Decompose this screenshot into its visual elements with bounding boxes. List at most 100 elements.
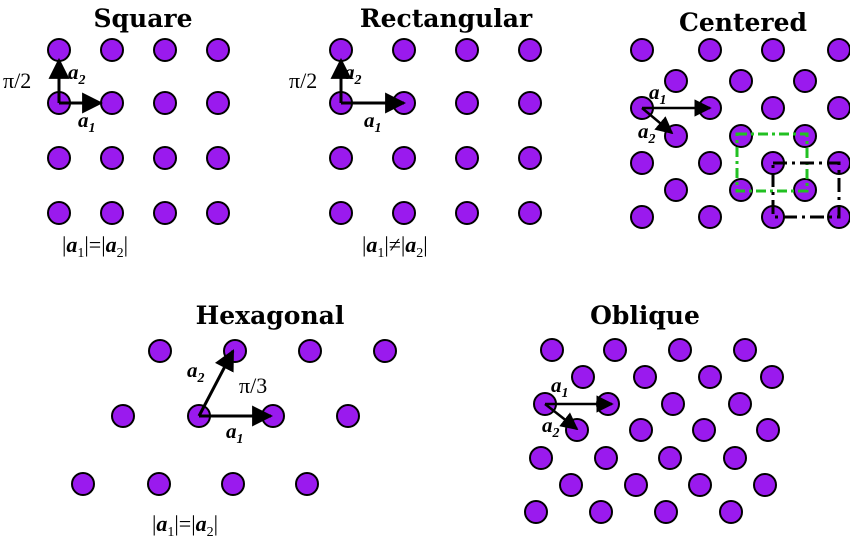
atom-rectangular	[455, 146, 479, 170]
atom-oblique	[760, 365, 784, 389]
atom-square	[100, 146, 124, 170]
conventional-cell-centered	[771, 161, 841, 219]
vector-label-a2-square: a2	[68, 60, 86, 88]
atom-oblique	[661, 392, 685, 416]
atom-oblique	[658, 446, 682, 470]
panel-title-hexagonal: Hexagonal	[196, 301, 345, 330]
atom-rectangular	[518, 146, 542, 170]
atom-rectangular	[392, 38, 416, 62]
atom-oblique	[603, 338, 627, 362]
atom-square	[100, 91, 124, 115]
atom-hexagonal	[298, 339, 322, 363]
atom-oblique	[571, 365, 595, 389]
atom-square	[153, 146, 177, 170]
atom-hexagonal	[336, 404, 360, 428]
vector-label-a2-hexagonal: a2	[187, 358, 205, 386]
atom-square	[206, 146, 230, 170]
vector-label-a1-centered: a1	[649, 80, 667, 108]
atom-centered	[630, 205, 654, 229]
atom-centered	[698, 151, 722, 175]
angle-label-rectangular: π/2	[289, 68, 317, 93]
vector-label-a1-hexagonal: a1	[226, 419, 244, 447]
atom-hexagonal	[111, 404, 135, 428]
atom-oblique	[594, 446, 618, 470]
atom-oblique	[719, 500, 743, 524]
atom-hexagonal	[148, 339, 172, 363]
atom-oblique	[529, 446, 553, 470]
atom-centered	[729, 69, 753, 93]
atom-rectangular	[329, 38, 353, 62]
atom-centered	[793, 69, 817, 93]
equation-square: |a1|=|a2|	[62, 232, 128, 261]
vector-a2-centered	[641, 107, 674, 135]
atom-centered	[827, 38, 850, 62]
atom-centered	[698, 38, 722, 62]
atom-square	[100, 38, 124, 62]
angle-label-square: π/2	[3, 68, 31, 93]
atom-oblique	[688, 473, 712, 497]
atom-rectangular	[392, 201, 416, 225]
angle-label-hexagonal: π/3	[239, 373, 267, 398]
atom-oblique	[728, 392, 752, 416]
atom-centered	[827, 96, 850, 120]
panel-square: Square π/2 a2 a1 |a1|=|a2|	[3, 4, 193, 261]
atom-square	[153, 91, 177, 115]
atom-oblique	[524, 500, 548, 524]
atom-hexagonal	[147, 472, 171, 496]
atom-centered	[698, 205, 722, 229]
atom-centered	[630, 38, 654, 62]
atom-oblique	[692, 418, 716, 442]
atom-square	[206, 201, 230, 225]
atom-centered	[630, 151, 654, 175]
atom-square	[100, 201, 124, 225]
atom-square	[206, 38, 230, 62]
atom-hexagonal	[295, 472, 319, 496]
atom-oblique	[624, 473, 648, 497]
atom-rectangular	[518, 201, 542, 225]
atom-centered	[793, 124, 817, 148]
atom-square	[206, 91, 230, 115]
atom-rectangular	[455, 38, 479, 62]
vector-label-a1-rectangular: a1	[364, 108, 382, 136]
vector-label-a1-square: a1	[78, 108, 96, 136]
atom-oblique	[733, 338, 757, 362]
vector-label-a2-oblique: a2	[542, 413, 560, 441]
atom-rectangular	[518, 38, 542, 62]
atom-rectangular	[329, 201, 353, 225]
atom-hexagonal	[71, 472, 95, 496]
atom-centered	[761, 96, 785, 120]
atom-oblique	[753, 473, 777, 497]
atom-rectangular	[455, 91, 479, 115]
vector-a2-hexagonal	[197, 349, 235, 417]
atom-oblique	[723, 446, 747, 470]
equation-rectangular: |a1|≠|a2|	[362, 232, 428, 261]
atom-rectangular	[455, 201, 479, 225]
atom-oblique	[559, 473, 583, 497]
panel-oblique: Oblique a1 a2	[542, 301, 700, 441]
panel-title-oblique: Oblique	[590, 301, 700, 330]
vector-label-a1-oblique: a1	[551, 373, 569, 401]
vector-label-a2-rectangular: a2	[344, 60, 362, 88]
atom-hexagonal	[221, 472, 245, 496]
atom-rectangular	[392, 146, 416, 170]
atoms-layer	[47, 38, 850, 524]
panel-rectangular: Rectangular π/2 a2 a1 |a1|≠|a2|	[289, 4, 533, 261]
atom-oblique	[654, 500, 678, 524]
panel-hexagonal: Hexagonal π/3 a2 a1 |a1|=|a2|	[152, 301, 344, 540]
vector-a2-oblique	[544, 403, 579, 431]
atom-square	[153, 38, 177, 62]
atom-rectangular	[329, 146, 353, 170]
atom-hexagonal	[373, 339, 397, 363]
atom-oblique	[589, 500, 613, 524]
atom-square	[47, 146, 71, 170]
atom-oblique	[756, 418, 780, 442]
panel-title-rectangular: Rectangular	[360, 4, 533, 33]
atom-oblique	[629, 418, 653, 442]
atom-square	[153, 201, 177, 225]
atom-centered	[761, 38, 785, 62]
atom-oblique	[540, 338, 564, 362]
atom-rectangular	[518, 91, 542, 115]
atom-oblique	[698, 365, 722, 389]
